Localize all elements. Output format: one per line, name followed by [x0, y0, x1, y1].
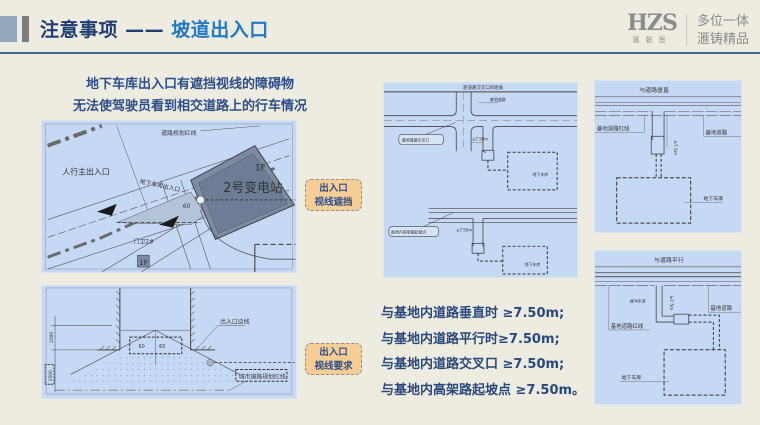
label-1f-guard: 1F	[139, 259, 147, 267]
page-title-prefix: 注意事项 ——	[40, 19, 165, 41]
label-garage: 地下车库	[622, 374, 642, 381]
callout-line1: 出入口	[319, 183, 348, 194]
intro-line2: 无法使驾驶员看到相交道路上的行车情况	[72, 99, 307, 114]
logo: HZS 滙張思	[624, 12, 680, 45]
logo-brand-cn: 滙張思	[632, 36, 672, 44]
diagram-title: 与道路平行	[654, 256, 684, 264]
label-substation: 2号变电站	[223, 180, 283, 196]
tag-ramp-start: 基地内高架路起坡点	[391, 229, 426, 234]
label-angle-right: 60	[159, 344, 165, 350]
logo-divider	[686, 14, 687, 46]
logo-brand: HZS	[627, 10, 678, 36]
page-title: 注意事项 —— 坡道出入口	[40, 15, 269, 42]
header-accent-bar	[22, 16, 29, 42]
label-redline: 基地道路红线	[597, 124, 630, 132]
page-title-accent: 坡道出入口	[171, 19, 269, 41]
slogan-line1: 多位一体	[697, 14, 750, 29]
label-angle: 60	[183, 204, 191, 210]
site-plan-drawing: 道路规划红线 人行主出入口 地下车库出入口 2号变电站 1F 1F 门卫2# 6…	[45, 123, 296, 272]
intersection-diagram: 距道路交叉口的距离 地下车库 ≥7.50m 基地道路 基地道路交叉口 地下车库 …	[383, 82, 578, 278]
label-buffer: 缓冲车道	[630, 298, 647, 303]
callout-line1: 出入口	[319, 347, 348, 358]
sightline-diagram: 60 60 2000 2500 出入口边线 城市道路规划红线	[41, 285, 297, 399]
label-redline: 基地道路红线	[611, 322, 644, 330]
distance-rules: 与基地内道路垂直时 ≥7.50m; 与基地内道路平行时≥7.50m; 与基地内道…	[381, 301, 585, 403]
header-accent-block	[0, 16, 17, 42]
sightline-drawing: 60 60 2000 2500 出入口边线 城市道路规划红线	[44, 287, 295, 395]
rule-parallel: 与基地内道路平行时≥7.50m;	[381, 331, 560, 347]
callout-line2: 视线遮挡	[314, 197, 353, 208]
intro-line1: 地下车库出入口有遮挡视线的障碍物	[85, 77, 294, 92]
slogan-line2: 滙铸精品	[697, 32, 750, 47]
label-dim-2500: 2500	[48, 370, 54, 381]
header-divider	[0, 52, 760, 54]
label-garage-entrance: 地下车库出入口	[139, 177, 181, 193]
label-1f-building: 1F	[255, 163, 266, 173]
rule-perpendicular: 与基地内道路垂直时 ≥7.50m;	[381, 306, 565, 321]
perpendicular-drawing: 与道路垂直 ≥7.5m 基地道路红线 基地道路 地下车库	[595, 86, 741, 224]
label-distance: ≥7.5m	[668, 295, 674, 310]
label-angle-left: 60	[139, 344, 145, 350]
rule-ramp-start: 与基地内高架路起坡点 ≥7.50m。	[381, 382, 586, 398]
label-entrance-line: 出入口边线	[220, 317, 250, 325]
diagram-title: 距道路交叉口的距离	[463, 84, 503, 91]
label-distance-bottom: ≥7.50m	[456, 227, 472, 232]
label-guard-room: 门卫2#	[133, 237, 154, 245]
label-road: 基地道路	[490, 97, 506, 102]
tag-intersection: 基地道路交叉口	[402, 137, 430, 142]
diagram-title: 与道路垂直	[639, 86, 669, 94]
label-garage: 地下车库	[704, 195, 724, 202]
rule-intersection: 与基地内道路交叉口 ≥7.50m;	[381, 357, 565, 372]
intersection-drawing: 距道路交叉口的距离 地下车库 ≥7.50m 基地道路 基地道路交叉口 地下车库 …	[384, 84, 577, 275]
label-road: 基地道路	[705, 128, 727, 136]
intro-text: 地下车库出入口有遮挡视线的障碍物 无法使驾驶员看到相交道路上的行车情况	[30, 74, 350, 118]
label-garage-bottom: 地下车库	[525, 262, 541, 267]
callout-sightline-requirement: 出入口 视线要求	[305, 343, 362, 375]
callout-line2: 视线要求	[314, 361, 353, 372]
slogan: 多位一体 滙铸精品	[697, 13, 749, 49]
label-distance: ≥7.5m	[672, 140, 678, 155]
label-city-redline: 城市道路规划红线	[239, 372, 286, 380]
label-distance-top: ≥7.50m	[472, 136, 488, 141]
callout-sightline-blocked: 出入口 视线遮挡	[305, 179, 362, 211]
parallel-diagram: 与道路平行 ≥7.5m 缓冲车道 基地道路红线 基地道路 地下车库	[594, 250, 742, 405]
label-garage-top: 地下车库	[532, 172, 548, 177]
label-road-redline: 道路规划红线	[161, 129, 197, 137]
label-road: 基地道路	[710, 304, 732, 312]
label-pedestrian-entrance: 人行主出入口	[62, 166, 109, 176]
site-plan-diagram: 道路规划红线 人行主出入口 地下车库出入口 2号变电站 1F 1F 门卫2# 6…	[41, 120, 297, 273]
parallel-drawing: 与道路平行 ≥7.5m 缓冲车道 基地道路红线 基地道路 地下车库	[595, 256, 741, 396]
perpendicular-diagram: 与道路垂直 ≥7.5m 基地道路红线 基地道路 地下车库	[594, 80, 742, 233]
label-dim-2000: 2000	[49, 332, 55, 343]
